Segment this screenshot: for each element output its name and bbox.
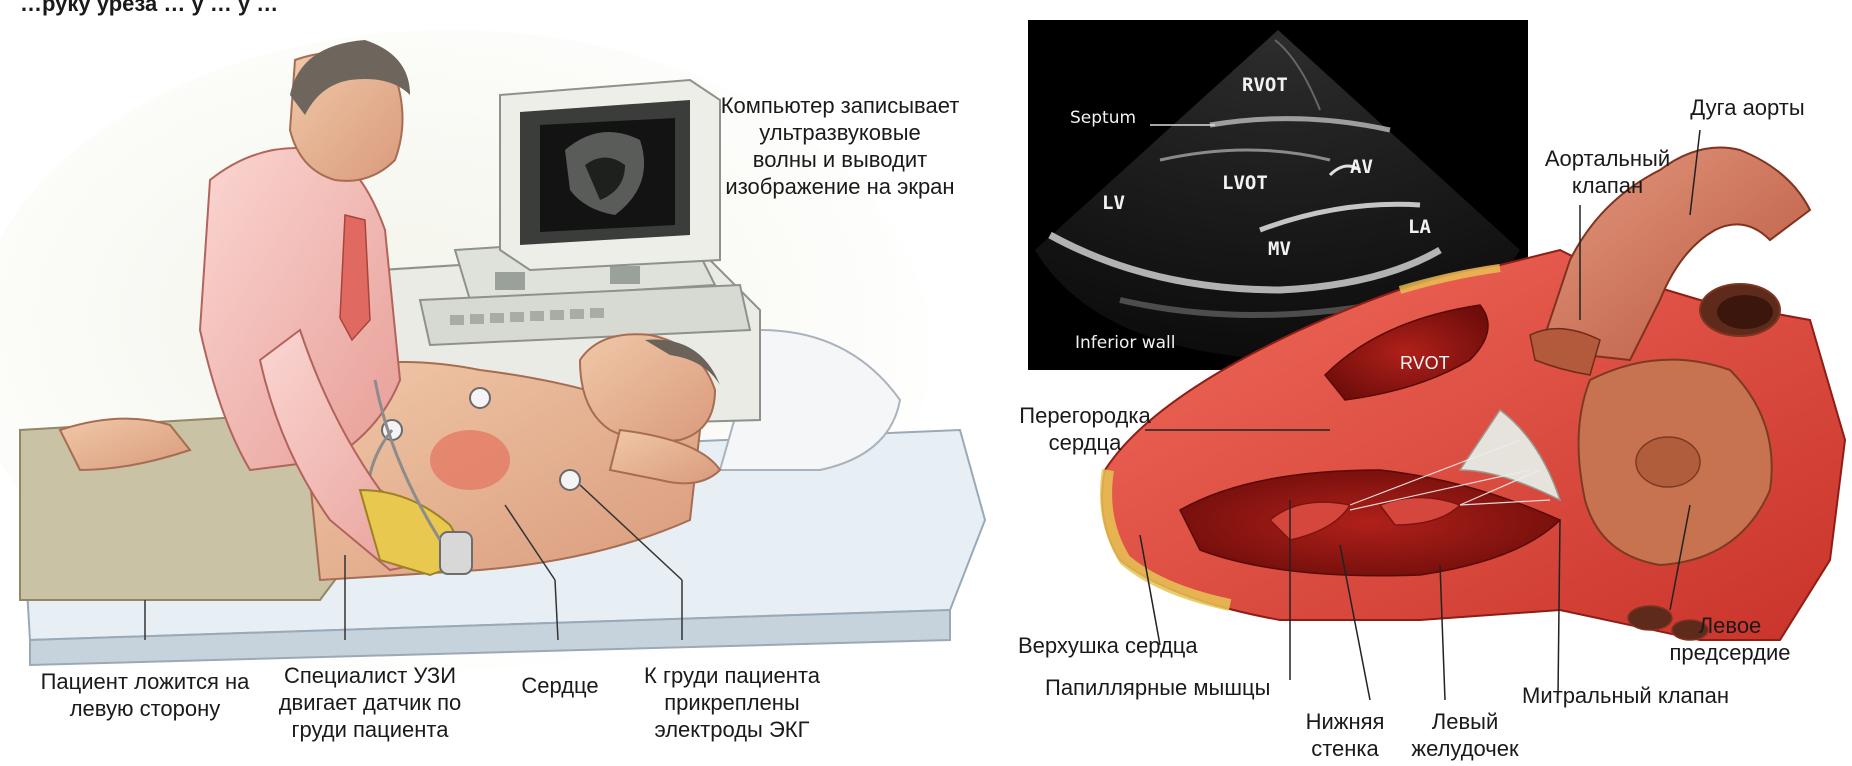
specialist-caption: Специалист УЗИ двигает датчик по груди п… [255, 662, 485, 743]
anatomy-label-mitral-valve: Митральный клапан [1522, 682, 1729, 709]
echo-label-lvot: LVOT [1222, 172, 1268, 194]
anatomy-label-septum: Перегородка сердца [1010, 402, 1160, 456]
echo-label-inferior-wall: Inferior wall [1075, 333, 1176, 353]
electrodes-caption: К груди пациента прикреплены электроды Э… [612, 662, 852, 743]
anatomy-label-rvot: RVOT [1400, 350, 1450, 377]
echo-label-av: AV [1350, 156, 1373, 178]
anatomy-label-inferior-wall: Нижняя стенка [1295, 708, 1395, 762]
anatomy-label-apex: Верхушка сердца [1018, 632, 1198, 659]
title-fragment: …руку уреза … у … у … [20, 0, 278, 17]
patient-caption: Пациент ложится на левую сторону [10, 668, 280, 722]
anatomy-label-papillary: Папиллярные мышцы [1045, 674, 1270, 701]
anatomy-label-aortic-valve: Аортальный клапан [1530, 145, 1685, 199]
anatomy-label-left-atrium: Левое предсердие [1655, 612, 1805, 666]
echo-label-lv: LV [1102, 192, 1125, 214]
heart-caption: Сердце [505, 672, 615, 699]
monitor [500, 80, 720, 270]
echo-label-la: LA [1408, 216, 1431, 238]
echo-label-rvot: RVOT [1242, 74, 1288, 96]
monitor-caption: Компьютер записывает ультразвуковые волн… [695, 92, 985, 200]
anatomy-label-left-ventricle: Левый желудочек [1400, 708, 1530, 762]
anatomy-label-aortic-arch: Дуга аорты [1660, 94, 1835, 121]
echo-label-mv: MV [1268, 238, 1291, 260]
echo-label-septum: Septum [1070, 108, 1136, 128]
